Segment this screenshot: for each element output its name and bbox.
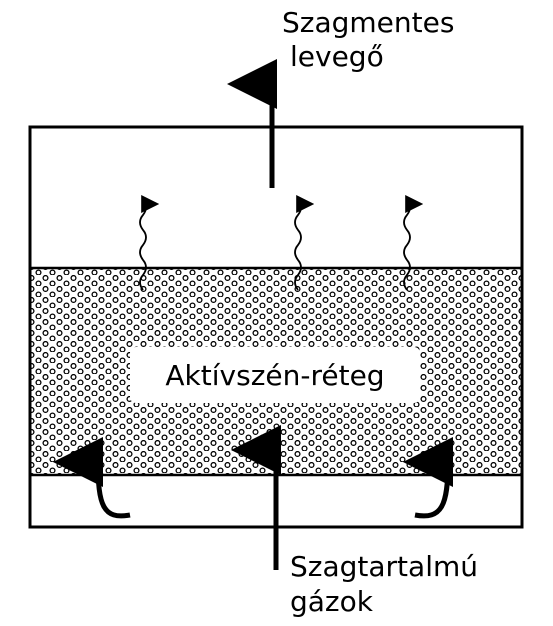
inlet-label-line-1: Szagtartalmú xyxy=(290,550,478,583)
layer-label: Aktívszén-réteg xyxy=(165,359,384,392)
inlet-arrow-left xyxy=(53,436,131,519)
purified-air-arrows xyxy=(139,195,424,291)
wavy-arrow-middle xyxy=(294,195,315,291)
layer-label-box xyxy=(130,347,420,403)
inlet-label-line-2: gázok xyxy=(290,585,374,618)
outlet-label-line-2: levegő xyxy=(290,40,384,73)
outlet-label-line-1: Szagmentes xyxy=(282,6,454,39)
wavy-arrow-left xyxy=(139,195,160,291)
inlet-arrow-right xyxy=(403,437,454,519)
wavy-arrow-right xyxy=(403,195,424,291)
